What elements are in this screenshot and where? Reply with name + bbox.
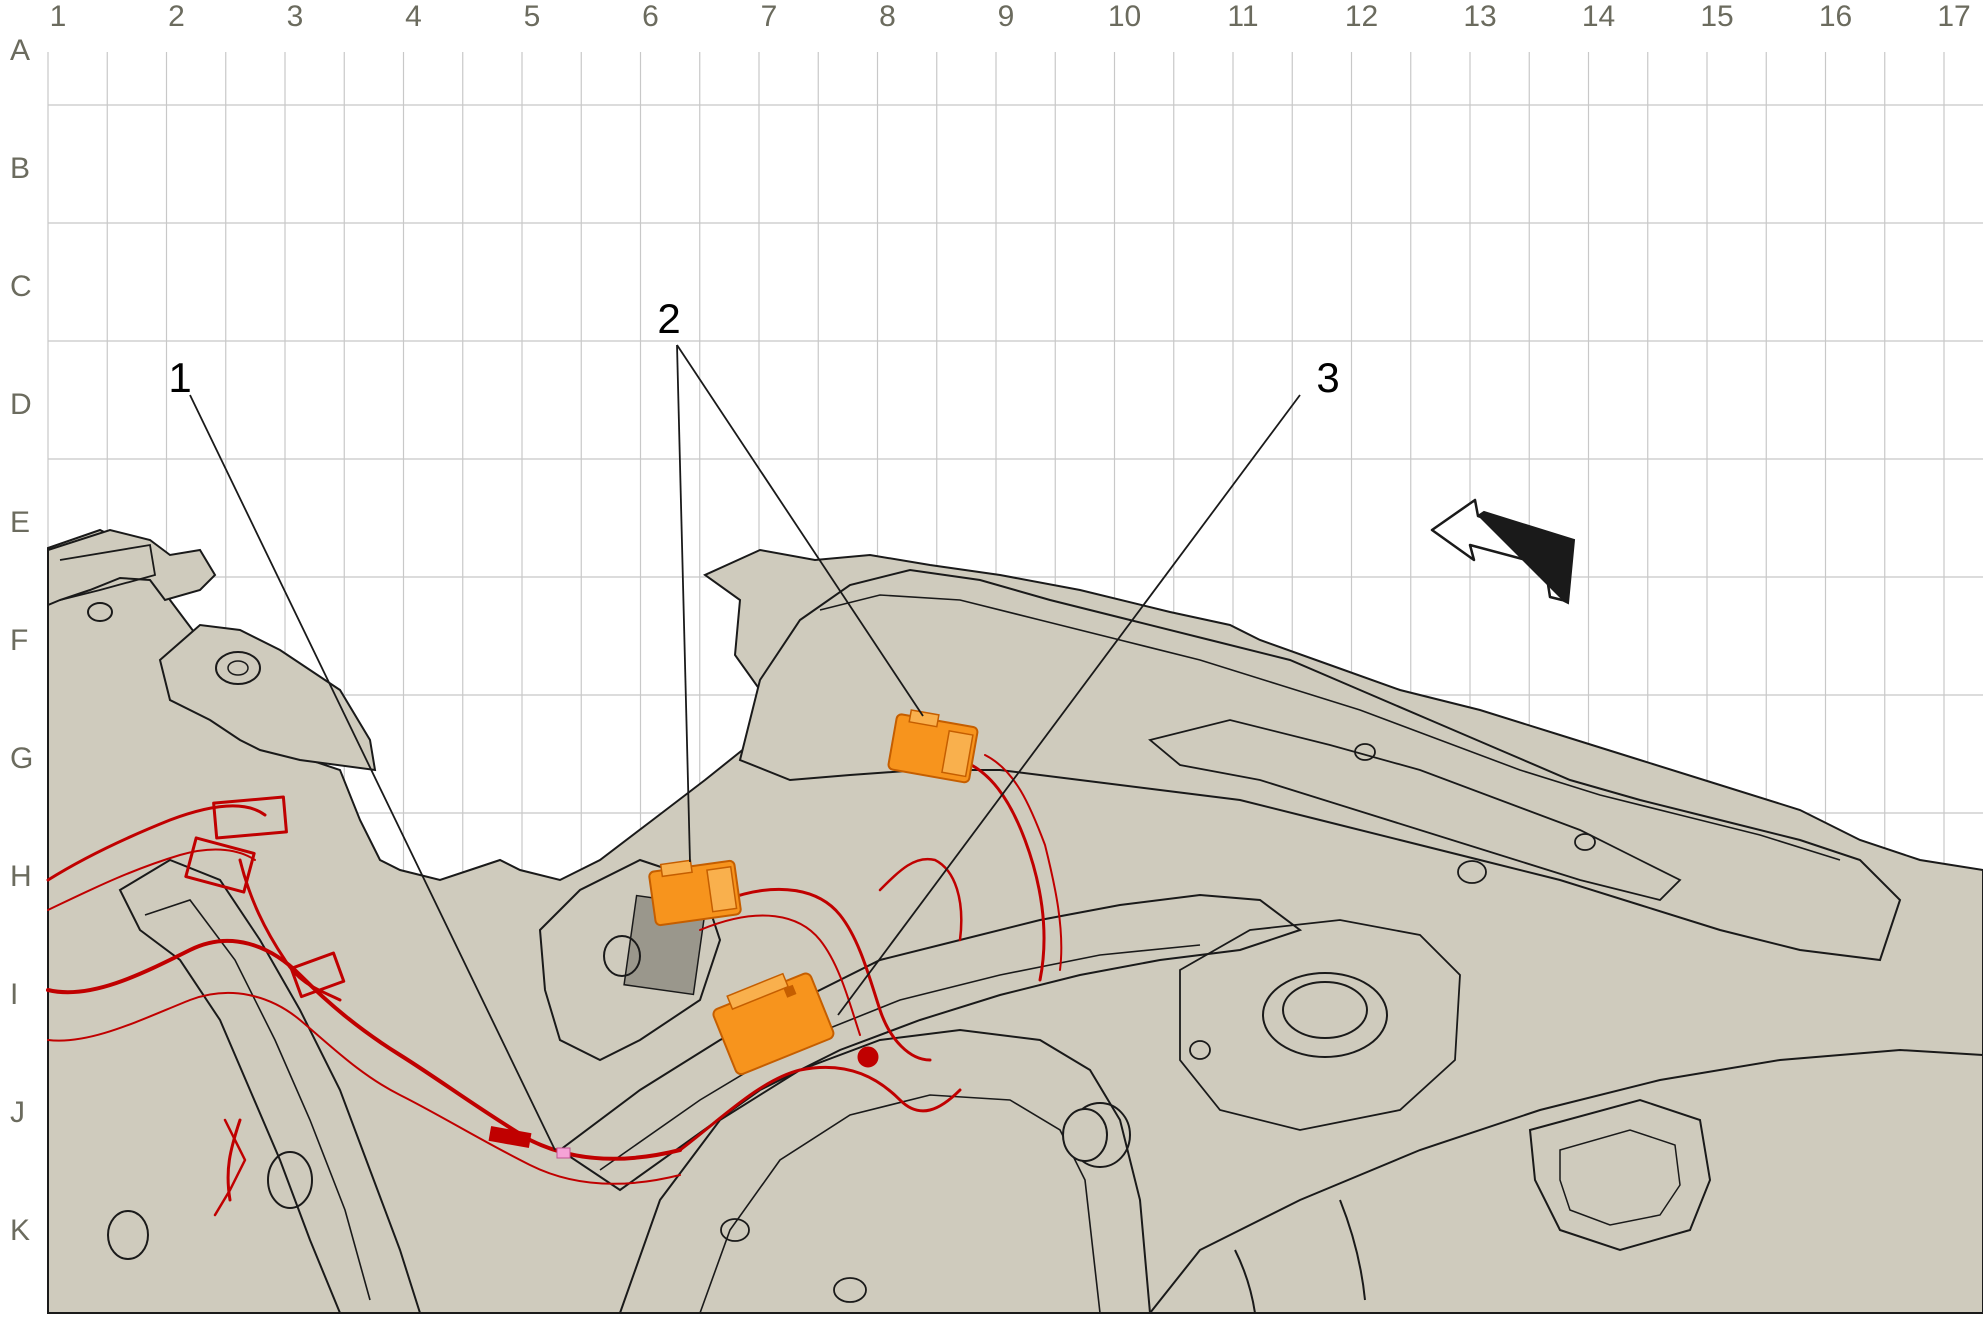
lower-slot-1 [1339,1199,1366,1301]
callout-label-3: 3 [1316,354,1339,401]
leader-line-2a [676,344,691,863]
harness-left-branch-2 [47,848,256,911]
wheelhouse-arch [619,1028,1151,1314]
reservoir-body [1179,919,1461,1131]
left-frame-rail [118,858,422,1314]
grid-column-label: 17 [1937,0,1970,33]
harness-right-riser [958,758,1046,982]
harness-clip [857,1046,879,1068]
grid-column-label: 10 [1108,0,1141,33]
grid-row-label: C [10,270,32,303]
small-grommet-3 [1189,1040,1211,1060]
reservoir-cap-outer [1262,972,1388,1058]
ground-marker [556,1147,571,1159]
reservoir-cap-inner [1282,981,1368,1039]
harness-right-loop [878,857,963,942]
grid-row-label: B [10,152,30,185]
leader-line-2b [676,344,924,717]
connector-2a [648,859,742,927]
strut-mount-hole [215,651,261,685]
module-round-boss [603,935,641,977]
grid-column-label: 4 [405,0,422,33]
grid-column-label: 16 [1819,0,1852,33]
connector-2b [887,709,979,784]
center-diagonal-rail [558,893,1303,1192]
grid-row-label: H [10,860,32,893]
right-bracket-bolt-1 [1354,743,1376,761]
right-bracket-plate [1148,719,1682,901]
grid-row-label: G [10,742,33,775]
harness-left-branch [46,804,267,882]
lower-right-bracket-inner [1559,1129,1681,1226]
grid-column-label: 1 [50,0,67,33]
lower-slot-2 [1234,1249,1256,1314]
front-direction-arrow-icon [1430,498,1576,605]
lower-left-hole [107,1210,149,1260]
callout-label-2: 2 [657,295,680,342]
harness-upper-loop [723,887,932,1062]
harness-retainer-clip [488,1126,532,1148]
grid-row-label: A [10,34,30,67]
left-bracket-bolt [87,602,113,622]
leader-line-3 [837,394,1301,1016]
frame-rail-hole [267,1151,313,1209]
grid-column-label: 3 [287,0,304,33]
grid-column-label: 12 [1345,0,1378,33]
harness-connector-red-2 [184,836,256,894]
connector-3 [712,972,835,1076]
highlighted-connectors [648,709,979,1076]
grid-row-label: F [10,624,28,657]
harness-connector-red-3 [289,951,346,999]
strut-mount-hole-inner [227,660,249,676]
grid-row-labels: ABCDEFGHIJKL [10,34,33,1247]
grid-row-label: E [10,506,30,539]
harness-right-riser-2 [984,754,1063,971]
center-round-boss [1062,1108,1108,1162]
grid-column-label: 9 [998,0,1015,33]
wiring-harness [46,754,1063,1217]
harness-pigtail [213,1118,247,1217]
grid-row-label: J [10,1096,25,1129]
grid-column-label: 15 [1700,0,1733,33]
leader-line-1 [189,394,556,1151]
grid-row-label: I [10,978,18,1011]
small-grommet-1 [720,1218,750,1242]
grid-column-label: 7 [761,0,778,33]
callout-leader-lines [189,344,1301,1151]
grid-column-label: 11 [1227,0,1258,33]
small-grommet-2 [833,1277,867,1303]
grid-row-label: K [10,1214,30,1247]
grid-column-label: 13 [1463,0,1496,33]
right-bracket-bolt-2 [1574,833,1596,851]
grid-column-label: 5 [524,0,541,33]
left-upper-bracket-detail [59,543,157,601]
right-bracket-hole [1457,860,1487,884]
harness-connector-red-1 [212,795,288,840]
center-diagonal-rail-edge [599,944,1201,1171]
grid-row-label: D [10,388,32,421]
cowl-panel-edge [819,594,1841,861]
grid-column-label: 14 [1582,0,1615,33]
grid-column-label: 6 [642,0,659,33]
callout-label-1: 1 [168,354,191,401]
lower-right-crossmember [1147,1048,1983,1314]
harness-upper-loop-2 [699,914,861,1036]
harness-center-loop [678,1065,962,1152]
harness-main-trunk-outline [47,991,681,1185]
lower-right-bracket [1528,1098,1712,1252]
strut-tower-bracket [158,623,377,772]
vehicle-body [47,528,1983,1314]
left-frame-rail-edge [144,899,371,1301]
wheelhouse-inner-arch [699,1094,1101,1314]
grid-column-label: 2 [168,0,185,33]
grid-column-label: 8 [879,0,896,33]
harness-main-trunk [46,938,682,1161]
